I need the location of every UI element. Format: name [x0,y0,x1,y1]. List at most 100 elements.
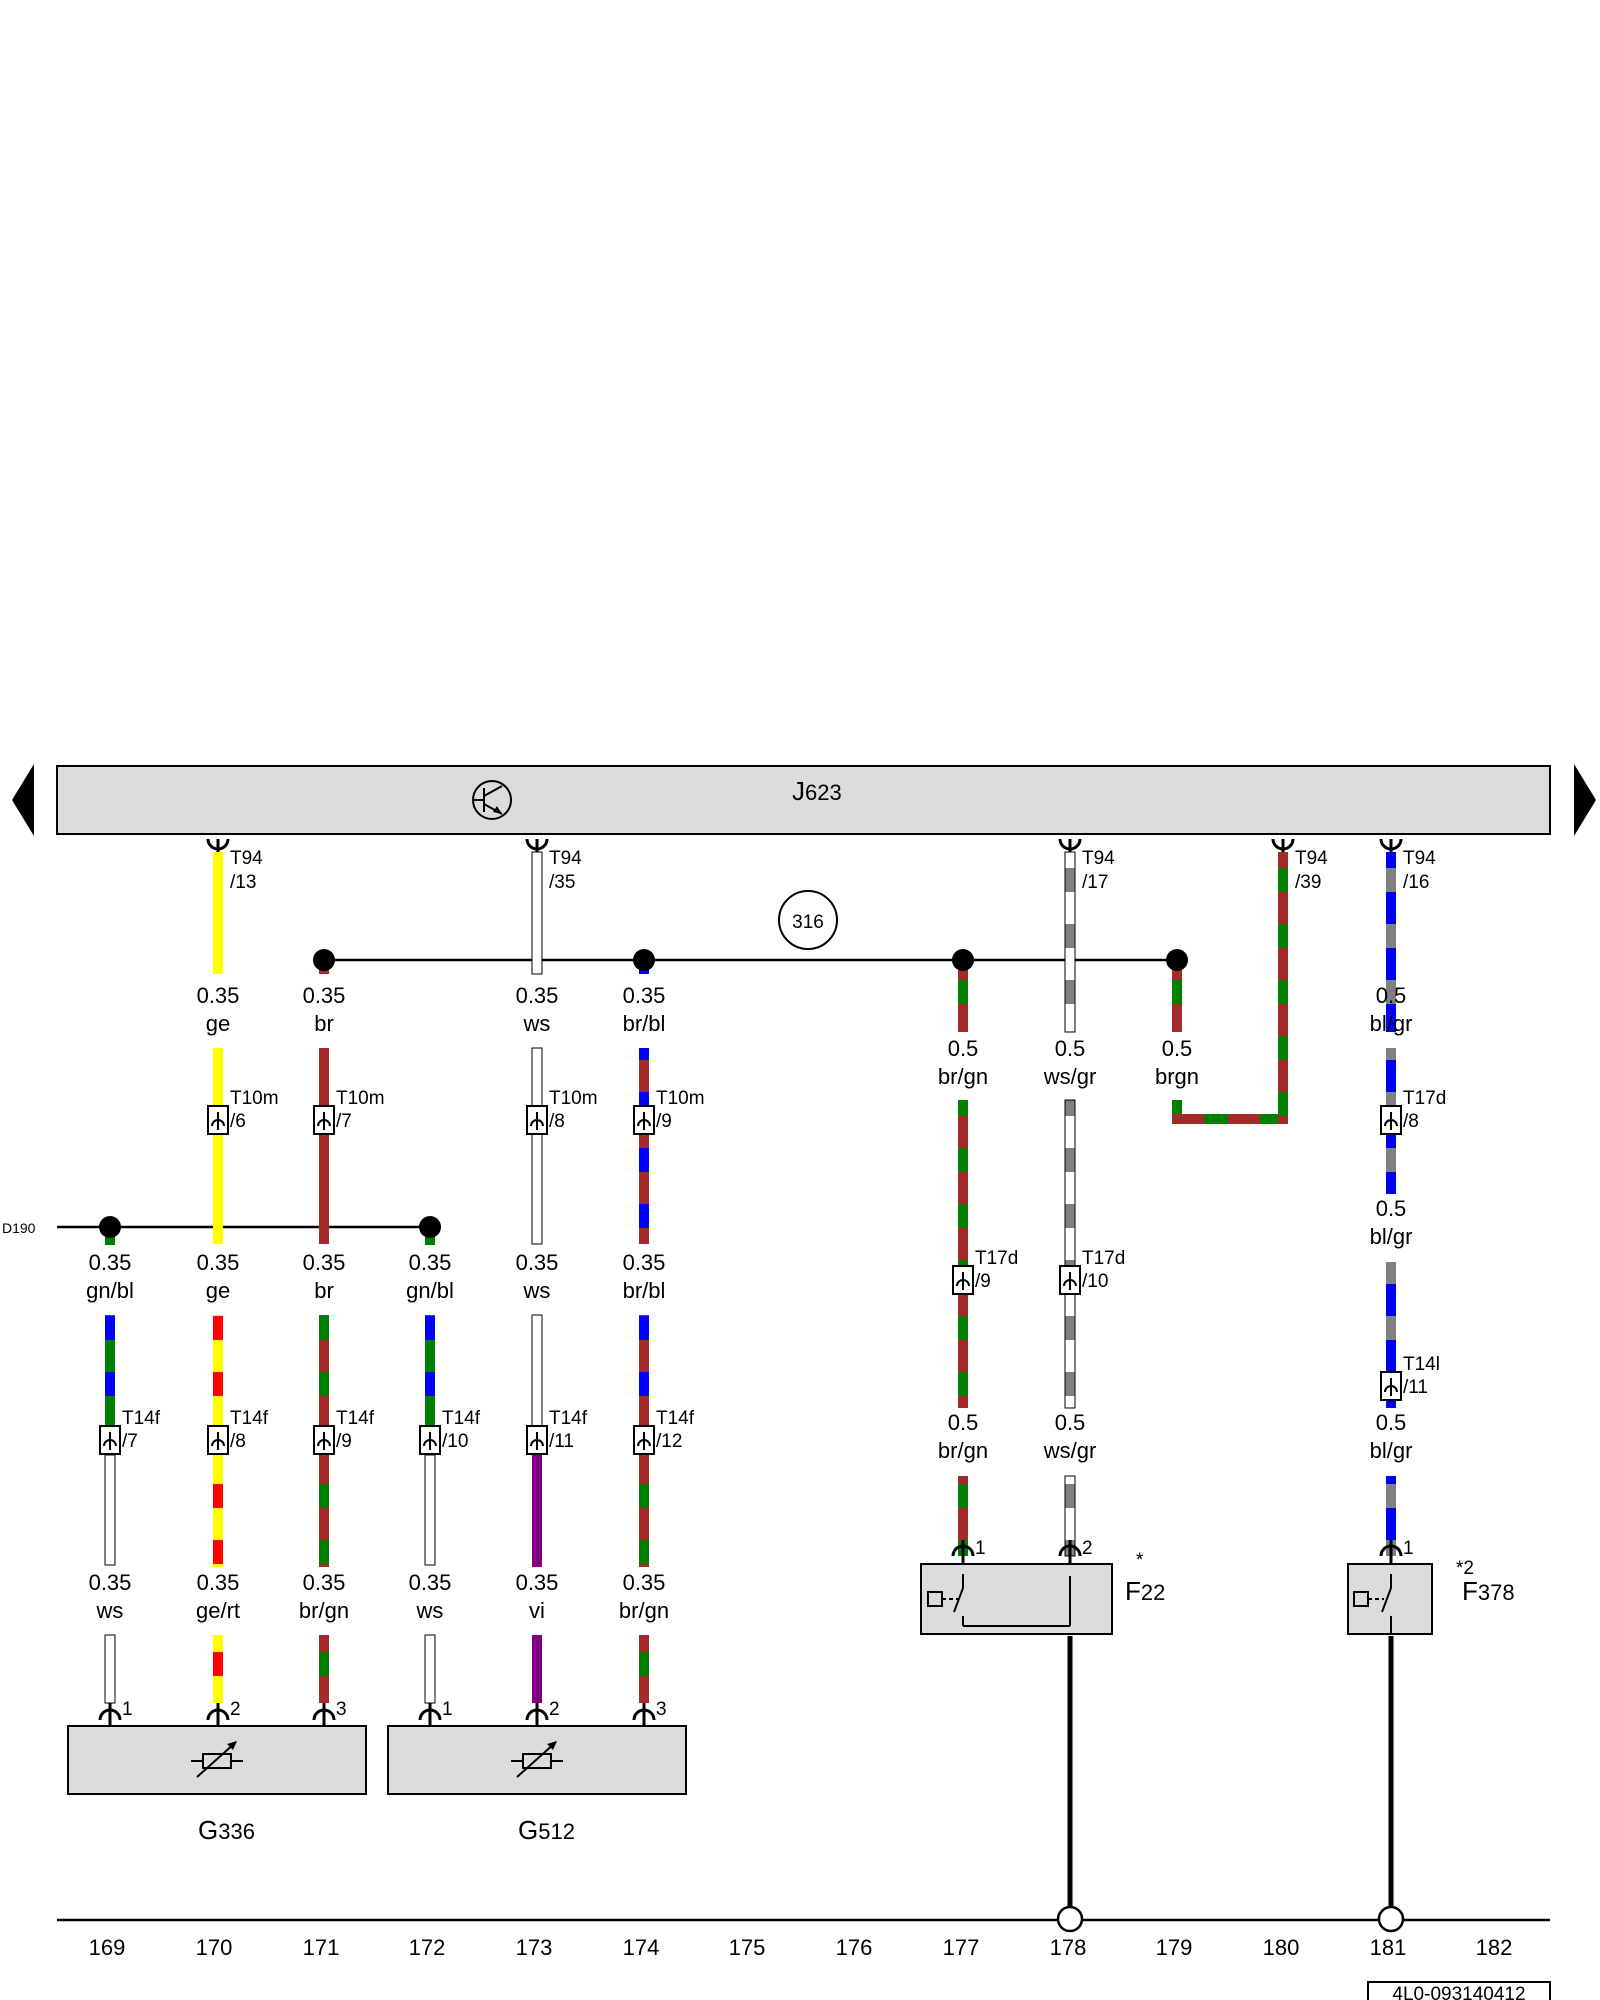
control-unit-label: J623 [792,776,842,806]
wire-174-c [639,1315,649,1441]
svg-text:T14f: T14f [549,1408,588,1429]
track-number: 174 [623,1935,660,1960]
wire-178-b [1064,1099,1076,1409]
svg-text:T10m: T10m [656,1088,705,1109]
component-f22-note: * [1136,1550,1144,1571]
connector-pin-t94-16: T94 /16 [1379,838,1436,893]
svg-text:T10m: T10m [549,1088,598,1109]
svg-text:br/gn: br/gn [938,1064,988,1089]
wire-173-e [532,1635,542,1703]
svg-text:/9: /9 [336,1431,352,1452]
svg-text:br: br [314,1278,334,1303]
connector-t17d-10: T17d/10 [1059,1248,1125,1295]
bus-316-reference-circle [778,890,838,950]
svg-text:2: 2 [1082,1538,1093,1559]
svg-text:T14f: T14f [230,1408,269,1429]
svg-text:T14l: T14l [1403,1354,1440,1375]
svg-text:ge: ge [206,1011,230,1036]
control-unit-j623 [56,765,1551,835]
track-number: 170 [196,1935,233,1960]
ground-terminal-178 [1056,1905,1084,1933]
track-number: 173 [516,1935,553,1960]
svg-text:br/gn: br/gn [299,1598,349,1623]
svg-text:0.5: 0.5 [1162,1036,1193,1061]
svg-text:/10: /10 [442,1431,468,1452]
svg-text:/16: /16 [1403,872,1429,893]
component-pin-f22-2: 2 [1058,1538,1093,1564]
wire-170-b [213,1048,223,1244]
svg-text:0.35: 0.35 [623,1250,666,1275]
connector-t14f-11: T14f/11 [526,1408,588,1455]
component-f378-note: *2 [1456,1558,1474,1579]
svg-text:0.35: 0.35 [516,1250,559,1275]
svg-text:/13: /13 [230,872,256,893]
wire-170-d [213,1635,223,1703]
svg-text:bl/gr: bl/gr [1370,1224,1413,1249]
wire-179-a [1172,962,1182,1032]
svg-text:2: 2 [230,1699,241,1720]
svg-text:T17d: T17d [975,1248,1018,1269]
junctions [99,949,1188,1238]
component-pin-g512-2: 2 [525,1699,560,1726]
component-pin-g336-3: 3 [312,1699,347,1726]
track-number: 171 [303,1935,340,1960]
track-number: 179 [1156,1935,1193,1960]
track-number: 180 [1263,1935,1300,1960]
track-number: 175 [729,1935,766,1960]
drawing-code: 4L0-093140412 [1392,1984,1525,2000]
svg-text:0.5: 0.5 [948,1036,979,1061]
wire-172-c [424,1454,436,1566]
svg-text:T17d: T17d [1082,1248,1125,1269]
svg-text:/7: /7 [122,1431,138,1452]
svg-text:0.35: 0.35 [516,1570,559,1595]
svg-text:/39: /39 [1295,872,1321,893]
wire-label-178-bot: 0.5ws/gr [1043,1410,1097,1463]
svg-text:0.5: 0.5 [1055,1036,1086,1061]
svg-text:/8: /8 [549,1111,565,1132]
connector-t10m-8: T10m/8 [526,1088,598,1135]
component-pin-g512-1: 1 [418,1699,453,1726]
connector-t17d-9: T17d/9 [952,1248,1018,1295]
wire-181-c [1386,1262,1396,1408]
svg-text:0.5: 0.5 [1376,983,1407,1008]
current-track-numbers: 169 170 171 172 173 174 175 176 177 178 … [89,1935,1513,1960]
connector-t14f-12: T14f/12 [633,1408,695,1455]
svg-text:T94: T94 [230,848,263,869]
wire-179-180-h [1172,1114,1284,1124]
component-pin-g336-1: 1 [98,1699,133,1726]
wire-label-181-mid: 0.5bl/gr [1370,1196,1413,1249]
variable-resistor-icon [191,1741,243,1778]
wire-174-b [639,1048,649,1244]
svg-text:T94: T94 [1295,848,1328,869]
svg-text:0.35: 0.35 [409,1250,452,1275]
wire-169-d [104,1634,116,1704]
track-number: 182 [1476,1935,1513,1960]
svg-text:2: 2 [549,1699,560,1720]
ground-terminal-181 [1377,1905,1405,1933]
svg-text:ge: ge [206,1278,230,1303]
connector-pin-t94-13: T94 /13 [206,838,263,893]
svg-text:0.35: 0.35 [623,1570,666,1595]
svg-text:ge/rt: ge/rt [196,1598,240,1623]
svg-text:ws: ws [416,1598,444,1623]
wire-173-d [532,1455,542,1567]
wire-170-a [213,852,223,974]
track-number: 169 [89,1935,126,1960]
component-g336-label: G336 [198,1815,255,1845]
svg-text:/8: /8 [1403,1111,1419,1132]
connector-pin-t94-17: T94 /17 [1058,838,1115,893]
svg-text:bl/gr: bl/gr [1370,1011,1413,1036]
svg-text:T10m: T10m [336,1088,385,1109]
svg-text:1: 1 [442,1699,453,1720]
svg-text:T14f: T14f [122,1408,161,1429]
connector-t14l-11: T14l/11 [1380,1354,1440,1401]
svg-text:T14f: T14f [336,1408,375,1429]
track-number: 178 [1050,1935,1087,1960]
svg-text:0.35: 0.35 [197,1570,240,1595]
